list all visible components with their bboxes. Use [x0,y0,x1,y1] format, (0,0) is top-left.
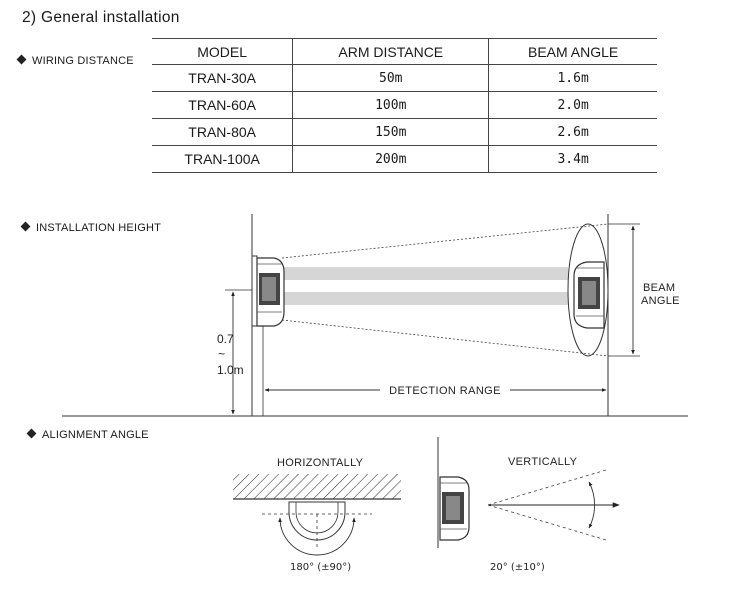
table-row: TRAN-100A 200m 3.4m [152,145,657,173]
cell-beam-angle: 3.4m [488,145,657,173]
beam-cone-bottom [281,319,609,357]
cell-model: TRAN-60A [152,91,293,119]
height-label-bottom: 1.0m [217,363,244,377]
vertical-cone-bottom [487,504,607,541]
beam-angle-ellipse [567,223,609,357]
section-label: WIRING DISTANCE [32,55,134,67]
sensor-transmitter-icon [251,255,285,327]
beam-angle-label-line2: ANGLE [641,295,680,307]
detection-range-label: DETECTION RANGE [389,385,501,397]
installation-height-diagram: DETECTION RANGE BEAM ANGLE 0.7 ~ 1.0m [62,214,688,417]
vertically-label: VERTICALLY [508,456,578,468]
cell-model: TRAN-80A [152,118,293,146]
horizontal-rotation-arrow [278,517,356,556]
beam-lower [282,292,568,305]
height-label-top: 0.7 [217,332,234,346]
horizontal-alignment-diagram: HORIZONTALLY 180° (±90°) [233,457,401,573]
cell-arm-distance: 200m [292,145,489,173]
cell-model: TRAN-100A [152,145,293,173]
height-label-tilde: ~ [218,347,225,361]
cell-arm-distance: 50m [292,64,489,92]
header-model: MODEL [152,38,293,65]
vertical-alignment-diagram: VERTICALLY 20° (±10°) [437,437,620,573]
page-title: 2) General installation [22,9,180,26]
header-arm-distance: ARM DISTANCE [292,38,489,65]
table-row: TRAN-30A 50m 1.6m [152,64,657,92]
section-label: ALIGNMENT ANGLE [42,429,149,441]
table-row: TRAN-80A 150m 2.6m [152,118,657,146]
beam-angle-label-line1: BEAM [643,282,675,294]
beam-cone-top [281,223,609,259]
section-installation-height: INSTALLATION HEIGHT [20,221,162,234]
vertical-angle-label: 20° (±10°) [490,562,545,573]
section-alignment-angle: ALIGNMENT ANGLE [26,428,149,441]
table-row: TRAN-60A 100m 2.0m [152,91,657,119]
beam-upper [282,267,568,280]
vertical-rotation-arrow [588,481,595,529]
sensor-side-view-icon [439,476,470,541]
cell-model: TRAN-30A [152,64,293,92]
section-wiring-distance: WIRING DISTANCE [16,54,134,67]
table-header-row: MODEL ARM DISTANCE BEAM ANGLE [152,38,657,65]
section-label: INSTALLATION HEIGHT [36,222,162,234]
wall-hatch [233,474,401,499]
sensor-receiver-icon [573,261,605,329]
spec-table: MODEL ARM DISTANCE BEAM ANGLE TRAN-30A 5… [152,38,657,173]
cell-arm-distance: 100m [292,91,489,119]
vertical-cone-top [487,469,607,506]
horizontal-angle-label: 180° (±90°) [290,562,351,573]
cell-beam-angle: 1.6m [488,64,657,92]
horizontally-label: HORIZONTALLY [277,457,364,469]
